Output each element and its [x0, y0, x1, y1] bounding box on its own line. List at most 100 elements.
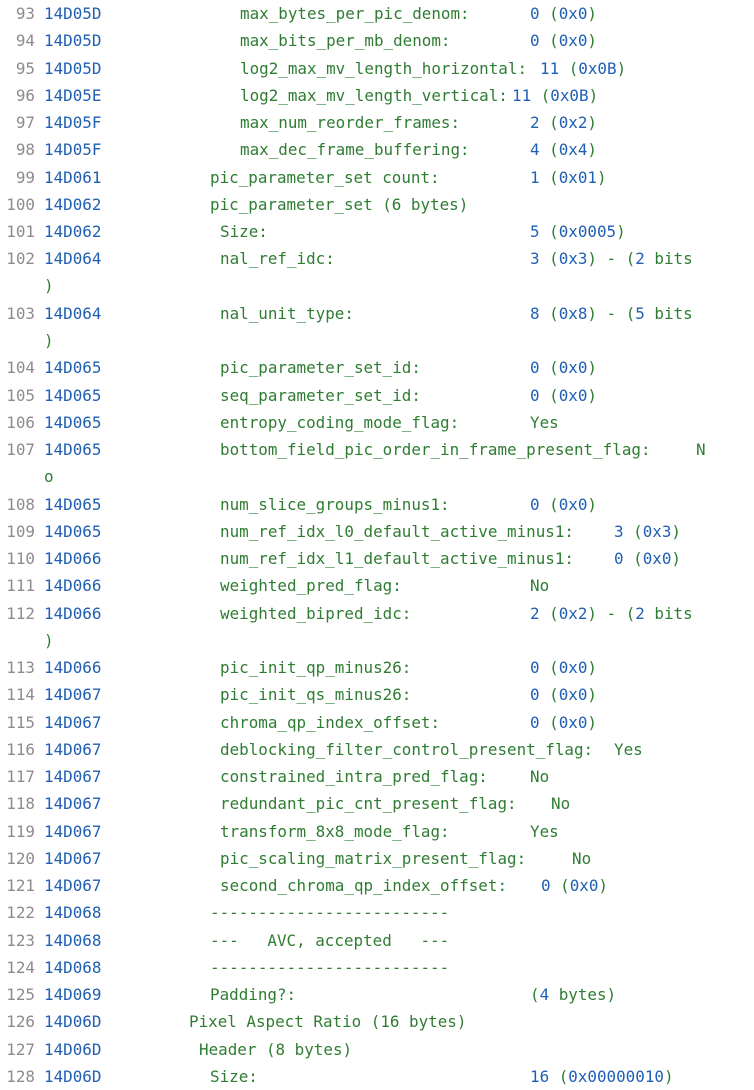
line-number: 120	[6, 848, 35, 868]
field-name: --- AVC, accepted ---	[210, 930, 450, 950]
line-number: 94	[15, 31, 35, 51]
line-number: 127	[6, 1039, 35, 1059]
field-name: Padding?:	[210, 985, 297, 1004]
offset-address: 14D061	[44, 167, 102, 187]
offset-address: 14D062	[44, 222, 102, 241]
line-number: 106	[6, 412, 35, 432]
field-name: max_dec_frame_buffering:	[240, 140, 470, 160]
line-number: 102	[6, 249, 35, 269]
offset-address: 14D066	[44, 549, 102, 568]
code-line: 123 14D068 --- AVC, accepted ---	[0, 927, 754, 954]
field-name: chroma_qp_index_offset:	[220, 712, 441, 732]
offset-address: 14D05F	[44, 113, 102, 132]
offset-address: 14D05E	[44, 85, 102, 105]
field-value: No	[572, 848, 592, 868]
field-name: pic_parameter_set (6 bytes)	[210, 194, 469, 214]
field-name: Size:	[210, 1066, 258, 1086]
field-value: 0 (0x0)	[614, 549, 681, 568]
offset-address: 14D05D	[44, 31, 102, 51]
field-name: seq_parameter_set_id:	[220, 385, 421, 405]
offset-address: 14D067	[44, 712, 102, 732]
offset-address: 14D067	[44, 739, 102, 759]
field-name: log2_max_mv_length_horizontal:	[240, 58, 528, 78]
line-number: 117	[6, 767, 35, 786]
offset-address: 14D05F	[44, 140, 102, 160]
field-value: No	[551, 794, 571, 814]
code-line: 127 14D06D Header (8 bytes)	[0, 1036, 754, 1063]
line-number: 123	[6, 930, 35, 950]
field-name: weighted_pred_flag:	[220, 576, 402, 596]
offset-address: 14D067	[44, 876, 102, 895]
line-number: 104	[6, 358, 35, 378]
line-number: 128	[6, 1066, 35, 1086]
offset-address: 14D064	[44, 303, 102, 323]
line-number: 126	[6, 1012, 35, 1032]
offset-address: 14D06D	[44, 1066, 102, 1086]
offset-address: 14D06D	[44, 1012, 102, 1032]
field-name: num_ref_idx_l0_default_active_minus1:	[220, 521, 574, 541]
field-name: Size:	[220, 222, 268, 241]
field-value: 0 (0x0)	[530, 358, 597, 378]
field-value: 5 (0x0005)	[530, 222, 626, 241]
offset-address: 14D067	[44, 848, 102, 868]
line-number: 119	[6, 821, 35, 841]
line-number: 121	[6, 876, 35, 895]
line-number: 100	[6, 194, 35, 214]
field-name: weighted_bipred_idc:	[220, 603, 412, 623]
field-name: nal_ref_idc:	[220, 249, 335, 269]
field-name: Header (8 bytes)	[199, 1039, 353, 1059]
field-name: max_bytes_per_pic_denom:	[240, 4, 470, 23]
field-value: No	[530, 576, 550, 596]
wrapped-continuation: )	[44, 330, 54, 350]
field-name: constrained_intra_pred_flag:	[220, 767, 488, 786]
offset-address: 14D065	[44, 385, 102, 405]
field-name: deblocking_filter_control_present_flag:	[220, 739, 594, 759]
line-number: 97	[15, 113, 35, 132]
field-name: log2_max_mv_length_vertical:	[240, 85, 508, 105]
offset-address: 14D068	[44, 930, 102, 950]
line-number: 103	[6, 303, 35, 323]
field-value: 0 (0x0)	[530, 712, 597, 732]
field-value: Yes	[530, 821, 559, 841]
line-number: 118	[6, 794, 35, 814]
field-value: Yes	[614, 739, 643, 759]
offset-address: 14D06D	[44, 1039, 102, 1059]
field-value: 0 (0x0)	[530, 385, 597, 405]
offset-address: 14D067	[44, 685, 102, 705]
field-value: 8 (0x8) - (5 bits	[530, 303, 693, 323]
line-number: 111	[6, 576, 35, 596]
field-name: -------------------------	[210, 903, 450, 923]
offset-address: 14D066	[44, 603, 102, 623]
field-value: 0 (0x0)	[530, 658, 597, 677]
offset-address: 14D067	[44, 767, 102, 786]
field-value: 1 (0x01)	[530, 167, 607, 187]
line-number: 98	[15, 140, 35, 160]
field-value: Yes	[530, 412, 559, 432]
field-value: 11 (0x0B)	[540, 58, 627, 78]
offset-address: 14D066	[44, 658, 102, 677]
field-value: 3 (0x3) - (2 bits	[530, 249, 693, 269]
offset-address: 14D067	[44, 821, 102, 841]
